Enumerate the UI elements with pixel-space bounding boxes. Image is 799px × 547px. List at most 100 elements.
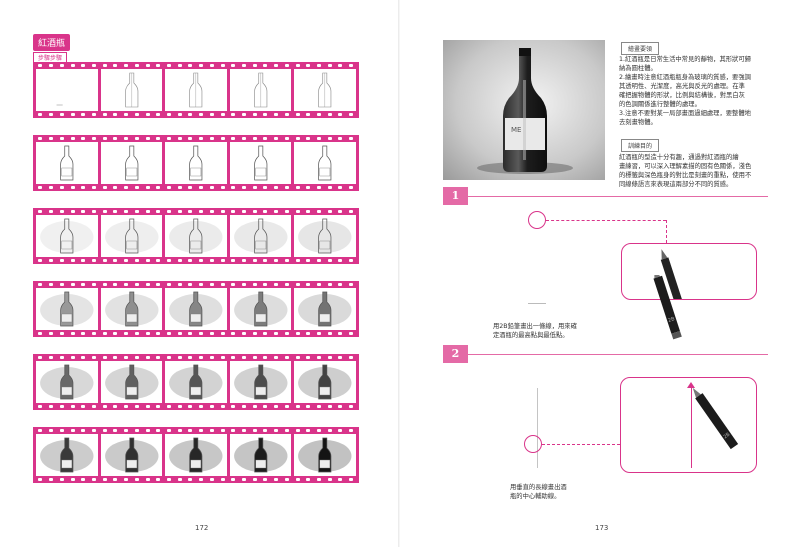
- sketch-frame: [165, 142, 227, 184]
- caption-line: 用垂直的長線畫出酒: [510, 484, 567, 491]
- sketch-frame: [100, 434, 163, 476]
- wine-bottle-icon: [298, 291, 352, 327]
- wine-bottle-icon: [169, 364, 223, 400]
- wine-bottle-icon: [318, 145, 332, 181]
- purpose-text: 紅酒瓶的型造十分有趣，通過對紅酒瓶的繪 畫練習，可以深入理解素描的固有色關係，淺…: [619, 153, 779, 189]
- caption-line: 用2B鉛筆畫出一條線，用來確: [493, 323, 577, 330]
- film-perforations: [33, 282, 359, 287]
- sketch-frame: [229, 361, 292, 403]
- film-strip: [33, 354, 359, 410]
- pencil-icon: 2B: [653, 275, 682, 340]
- sketch-mark: [528, 303, 546, 304]
- tips-line: 1.紅酒瓶是日常生活中常見的靜物，其形狀可歸: [619, 56, 751, 63]
- wine-bottle-icon: [169, 437, 223, 473]
- pencil-icon: [660, 249, 687, 299]
- wine-bottle-icon: [104, 291, 159, 327]
- sketch-frame: [100, 69, 163, 111]
- sketch-frame: [165, 434, 227, 476]
- film-perforations: [33, 404, 359, 409]
- sketch-frame: [294, 215, 356, 257]
- wine-bottle-icon: [124, 145, 138, 181]
- sketch-frame: [294, 69, 356, 111]
- wine-bottle-icon: [40, 364, 94, 400]
- sketch-frame: [36, 142, 98, 184]
- section-label-tips: 繪畫要領: [621, 42, 660, 55]
- wine-bottle-icon: [233, 437, 288, 473]
- pointer-line: [666, 220, 667, 243]
- guide-arrow: [691, 386, 692, 468]
- sketch-frame: [36, 361, 98, 403]
- sketch-frame: [165, 361, 227, 403]
- sketch-frame: [294, 434, 356, 476]
- wine-bottle-icon: [189, 72, 203, 108]
- wine-bottle-icon: [233, 291, 288, 327]
- purpose-line: 紅酒瓶的型造十分有趣，通過對紅酒瓶的繪: [619, 154, 739, 161]
- film-strip: [33, 281, 359, 337]
- sketch-frame: [294, 288, 356, 330]
- tips-line: 2.繪畫時注意紅酒瓶瓶身為玻璃的質感，要強調: [619, 74, 751, 81]
- tips-line: 其透明性、光潔度，高光與反光的處理。在準: [619, 83, 745, 90]
- book-gutter: [398, 0, 400, 547]
- sketch-frame: [229, 215, 292, 257]
- wine-bottle-icon: [254, 145, 268, 181]
- wine-bottle-icon: [318, 72, 332, 108]
- film-strip: [33, 135, 359, 191]
- arrow-head: [687, 382, 695, 388]
- wine-bottle-drawing: ME: [443, 40, 605, 180]
- sketch-frame: [165, 69, 227, 111]
- sketch-frame: [100, 142, 163, 184]
- sketch-frame: [229, 434, 292, 476]
- sketch-frame: [229, 142, 292, 184]
- sketch-frame: [100, 288, 163, 330]
- pencil-icon: 2B: [692, 387, 739, 450]
- step-2-badge: 2: [443, 345, 468, 363]
- sketch-frame: [165, 288, 227, 330]
- tips-line: 去刻畫物體。: [619, 119, 657, 126]
- film-perforations: [33, 63, 359, 68]
- wine-bottle-icon: [298, 437, 352, 473]
- wine-bottle-icon: [104, 218, 159, 254]
- sketch-frame: [100, 215, 163, 257]
- step-divider: [468, 196, 768, 197]
- svg-text:2B: 2B: [667, 316, 676, 324]
- film-perforations: [33, 136, 359, 141]
- sketch-frame: [229, 69, 292, 111]
- purpose-line: 的標籤與深色瓶身的對比是刻畫的重點，使用不: [619, 172, 752, 179]
- right-page: 173: [400, 0, 799, 547]
- tips-line: 3.注意不要對某一局部畫面過細處理，要整體地: [619, 110, 751, 117]
- film-perforations: [33, 477, 359, 482]
- page-number-left: 172: [195, 524, 209, 532]
- page-title: 紅酒瓶: [33, 34, 71, 51]
- highlight-circle: [524, 435, 542, 453]
- wine-bottle-icon: [40, 291, 94, 327]
- detail-callout: 2B: [620, 377, 757, 473]
- purpose-line: 同線條語言來表現這兩部分不同的質感。: [619, 181, 733, 188]
- wine-bottle-icon: [56, 104, 63, 106]
- svg-text:ME: ME: [511, 126, 521, 134]
- center-guide-line: [537, 388, 538, 468]
- step-2-caption: 用垂直的長線畫出酒 瓶的中心輔助線。: [510, 483, 630, 501]
- sketch-frame: [165, 215, 227, 257]
- sketch-frame: [294, 142, 356, 184]
- page-number-right: 173: [595, 524, 609, 532]
- film-perforations: [33, 355, 359, 360]
- wine-bottle-icon: [40, 437, 94, 473]
- tips-line: 納為圓柱體。: [619, 65, 657, 72]
- caption-line: 定酒瓶的最高點與最低點。: [493, 332, 569, 339]
- wine-bottle-icon: ME: [477, 48, 573, 174]
- detail-callout: [621, 243, 757, 300]
- svg-text:2B: 2B: [722, 431, 731, 440]
- wine-bottle-icon: [233, 218, 288, 254]
- pointer-line: [546, 220, 666, 221]
- step-1-badge: 1: [443, 187, 468, 205]
- film-perforations: [33, 428, 359, 433]
- tips-text: 1.紅酒瓶是日常生活中常見的靜物，其形狀可歸 納為圓柱體。 2.繪畫時注意紅酒瓶…: [619, 55, 779, 127]
- section-label-purpose: 訓練目的: [621, 139, 660, 152]
- film-perforations: [33, 331, 359, 336]
- wine-bottle-icon: [104, 437, 159, 473]
- wine-bottle-icon: [104, 364, 159, 400]
- film-perforations: [33, 209, 359, 214]
- wine-bottle-icon: [40, 218, 94, 254]
- wine-bottle-icon: [169, 291, 223, 327]
- film-strip: [33, 427, 359, 483]
